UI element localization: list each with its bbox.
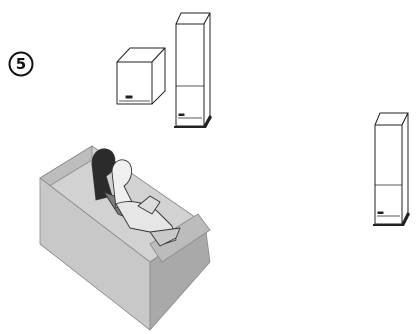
tower-speaker-right-icon (373, 112, 410, 226)
listeners-icon (91, 148, 181, 247)
subwoofer-icon (116, 47, 166, 105)
step-number: 5 (15, 55, 27, 73)
step-badge: 5 (8, 51, 34, 77)
circle-step-icon (8, 51, 34, 77)
tower-speaker-left-icon (174, 12, 212, 128)
